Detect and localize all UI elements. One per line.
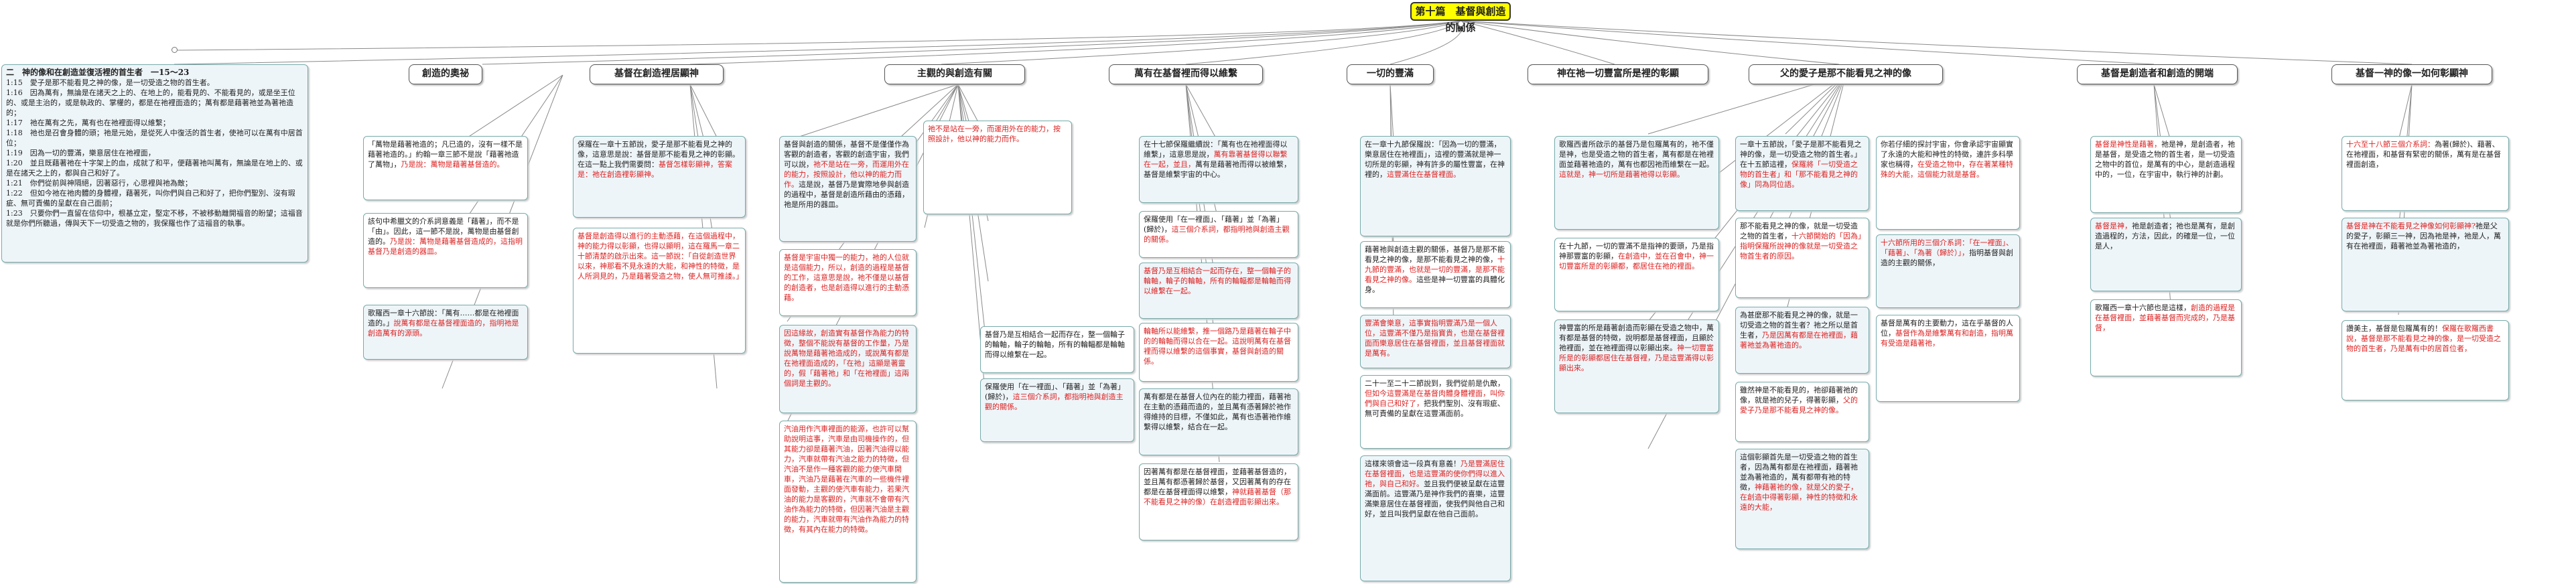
note-box[interactable]: 該句中希臘文的介系詞意義是「藉著」，而不是「由」。因此，這一節不是說，萬物是由基… [363, 213, 528, 288]
note-box[interactable]: 保羅在一章十五節說，愛子是那不能看見之神的像，這意思是說：基督是那不能看見之神的… [573, 136, 746, 218]
note-box[interactable]: 萬有都是在基督人位內在的能力裡面，藉著祂在主動的憑藉而造的，並且萬有憑著歸於祂作… [1139, 388, 1298, 455]
note-box[interactable]: 神豐富的所是藉著創造而彰顯在受造之物中，萬有都是基督的特徵，說明都是基督裡面，且… [1554, 319, 1719, 413]
collapse-knob-left[interactable] [172, 47, 178, 53]
note-box[interactable]: 那不能看見之神的像，就是一切受造之物的首生者，十六節開始的「因為」指明保羅所說神… [1735, 218, 1869, 298]
note-box[interactable]: 汽油用作汽車裡面的能源，也許可以幫助說明這事，汽車是由司機操作的，但其能力卻是藉… [779, 421, 917, 583]
scripture-verse: 1:23 只要你們一直留在信仰中，根基立定，堅定不移，不被移動離開福音的盼望；這… [6, 209, 303, 228]
note-box[interactable]: 基督乃是互相結合一起而存在，整一個輪子的輪軸，輪子的輪軸，所有的輪輻都是輪軸而得… [980, 326, 1134, 373]
topic-creator-and-beginning[interactable]: 基督是創造者和創造的開端 [2077, 64, 2238, 84]
scripture-verse: 1:20 並且既藉著祂在十字架上的血，成就了和平，便藉著祂叫萬有，無論是在地上的… [6, 159, 303, 177]
note-box[interactable]: 輪軸所以能維繫，推一個路乃是藉著在輪子中的的輪軸而得以合在一起。這說明萬有在基督… [1139, 323, 1298, 382]
note-box[interactable]: 基督是萬有的主要動力，這在乎基督的人位，基督作為是維繫萬有和創造，指明萬有受造是… [1876, 315, 2020, 402]
topic-expression-of-riches[interactable]: 神在祂一切豐富所是裡的彰顯 [1528, 64, 1708, 84]
note-box[interactable]: 在十九節，一切的豐滿不是指神的要頭，乃是指神那豐富的彰顯，在創造中，並在召會中，… [1554, 238, 1719, 311]
note-box[interactable]: 這樣來領會這一段真有意義！乃是豐滿居住在基督裡面，也是這豐滿的使你們得以進入祂，… [1360, 455, 1511, 581]
note-box[interactable]: 歌羅西一章十六節也是這樣，創造的過程是在基督裡面，並藉著基督而完成的，乃是基督， [2090, 299, 2242, 376]
scripture-verse: 1:19 因為一切的豐滿，樂意居住在祂裡面， [6, 149, 155, 157]
note-box[interactable]: 基督是創造得以進行的主動憑藉，在這個過程中，神的能力得以彰顯，也得以顯明，這在羅… [573, 228, 746, 354]
scripture-verse: 1:21 你們從前與神隔絕，因著惡行，心思裡與祂為敵； [6, 179, 192, 188]
note-box[interactable]: 十六節所用的三個介系詞：「在一裡面」、「藉著」、「為著（歸於）」，指明基督與創造… [1876, 234, 2020, 308]
note-box[interactable]: 保羅使用「在一裡面」、「藉著」並「為著」(歸於)，這三個介系詞，都指明祂與創造主… [980, 378, 1134, 442]
note-box[interactable]: 一章十五節說，「愛子是那不能看見之神的像，是一切受造之物的首生者。」在十五節這裡… [1735, 136, 1869, 211]
topic-how-image-expresses[interactable]: 基督一神的像一如何彰顯神 [2331, 64, 2492, 84]
note-box[interactable]: 在一章十九節保羅說：「因為一切的豐滿，樂意居住在祂裡面」，這裡的豐滿就是神一切所… [1360, 136, 1511, 236]
note-box[interactable]: 豐滿會樂意，這事實指明豐滿乃是一個人位，這豐滿不僅乃是指寶貴，也是在基督裡面而樂… [1360, 315, 1511, 368]
note-box[interactable]: 基督與創造的關係，基督不是僅僅作為客觀的創造者，客觀的創造宇宙，我們可以說，祂不… [779, 136, 917, 242]
note-box[interactable]: 你若仔細的探討宇宙，你會承認宇宙顯實了永遠的大能和神性的特徵，連許多科學家也稱得… [1876, 136, 2020, 230]
scripture-title: 二 神的像和在創造並復活裡的首生者 一15～23 [6, 68, 190, 77]
note-box[interactable]: 這個彰顯首先是一切受造之物的首生者，因為萬有都是在祂裡面，藉著祂並為著祂造的，萬… [1735, 449, 1869, 549]
note-box[interactable]: 歌羅西一章十六節說：「萬有……都是在祂裡面造的。」說萬有都是在基督裡面造的，指明… [363, 305, 528, 360]
topic-son-image-of-god[interactable]: 父的愛子是那不能看見之神的像 [1749, 64, 1943, 84]
note-box[interactable]: 「萬物是藉著祂造的；凡已造的，沒有一樣不是藉著祂造的。」約翰一章三節不是說「藉著… [363, 136, 528, 200]
note-box[interactable]: 因著萬有都是在基督裡面，並藉著基督造的，並且萬有都憑著歸於基督，又因著萬有的存在… [1139, 463, 1298, 540]
scripture-verse: 1:15 愛子是那不能看見之神的像，是一切受造之物的首生者。 [6, 78, 214, 87]
note-box[interactable]: 因這緣故，創造實有基督作為能力的特徵，整個不能說有基督的工作量，乃是說萬物是藉著… [779, 325, 917, 413]
note-box[interactable]: 基督是神，祂是創造者；祂也是萬有，是創造過程的，方法，因此，的確是一位，一位是人… [2090, 218, 2242, 291]
note-box[interactable]: 藉著祂與創造主觀的關係，基督乃是那不能看見之神的像，是那不能看見之神的像，十九節… [1360, 241, 1511, 308]
topic-creation-mystery[interactable]: 創造的奧祕 [409, 64, 482, 84]
scripture-verse: 1:17 祂在萬有之先，萬有也在祂裡面得以維繫； [6, 119, 170, 127]
note-box[interactable]: 二十一至二十二節說到，我們從前是仇敵，但如今這豐滿是在基督肉體身體裡面，叫你們與… [1360, 375, 1511, 449]
scripture-verse: 1:18 祂也是召會身體的頭；祂是元始，是從死人中復活的首生者，使祂可以在萬有中… [6, 129, 303, 147]
scripture-box[interactable]: 二 神的像和在創造並復活裡的首生者 一15～23 1:15 愛子是那不能看見之神… [1, 64, 308, 263]
note-box[interactable]: 為甚麼那不能看見之神的像，就是一切受造之物的首生者？祂之所以是首生者，乃是因萬有… [1735, 307, 1869, 374]
note-box[interactable]: 基督是神在不能看見之神像如何彰顯神?祂是父的愛子，彰顯三一神，因為祂是神，祂是人… [2342, 218, 2509, 311]
note-box[interactable]: 保羅使用「在一裡面」、「藉著」並「為著」(歸於)，這三個介系詞，都指明祂與創造主… [1139, 211, 1298, 258]
note-box[interactable]: 十六至十八節三個介系詞：為著(歸於)、藉著、在祂裡面，和基督有緊密的關係，萬有是… [2342, 136, 2509, 211]
root-topic[interactable]: 第十篇 基督與創造的關係 [1410, 2, 1511, 33]
note-box[interactable]: 雖然神是不能看見的，祂卻藉著祂的像，就是祂的兒子，得著彰顯，父的愛子乃是那不能看… [1735, 382, 1869, 442]
note-box[interactable]: 祂不是站在一旁，而運用外在的能力，按照設計，他以神的能力而作。 [923, 121, 1072, 214]
note-box[interactable]: 基督乃是互相結合一起而存在，整一個輪子的輪軸，輪子的輪軸，所有的輪輻都是輪軸而得… [1139, 263, 1298, 319]
topic-all-things-cohere[interactable]: 萬有在基督裡而得以維繫 [1109, 64, 1263, 84]
scripture-verse: 1:22 但如今祂在祂肉體的身體裡，藉著死，叫你們與自己和好了，把你們聖別、沒有… [6, 189, 295, 208]
note-box[interactable]: 在十七節保羅繼續說：「萬有也在祂裡面得以維繫」，這意思是說，萬有靠著基督得以聯繫… [1139, 136, 1298, 203]
topic-christ-expresses-god[interactable]: 基督在創造裡居顯神 [590, 64, 724, 84]
note-box[interactable]: 基督是神性是藉著，祂是神，是創造者，祂是基督，是受造之物的首生者，是一切受造之物… [2090, 136, 2242, 213]
topic-all-fullness[interactable]: 一切的豐滿 [1347, 64, 1434, 84]
topic-subjective-creation[interactable]: 主觀的與創造有關 [884, 64, 1025, 84]
collapse-knob-root[interactable] [1458, 21, 1464, 27]
note-box[interactable]: 基督是宇宙中獨一的能力，祂的人位就是這個能力，所以，創造的過程是基督的工作，這意… [779, 249, 917, 316]
note-box[interactable]: 歌羅西書所啟示的基督乃是包羅萬有的，祂不僅是神，也是受造之物的首生者，萬有都是在… [1554, 136, 1719, 230]
note-box[interactable]: 讚美主，基督是包羅萬有的！保羅在歌羅西書說，基督是那不能看見之神的像，是一切受造… [2342, 320, 2509, 400]
scripture-verse: 1:16 因為萬有，無論是在諸天之上的、在地上的，能看見的、不能看見的，或是坐王… [6, 88, 295, 117]
